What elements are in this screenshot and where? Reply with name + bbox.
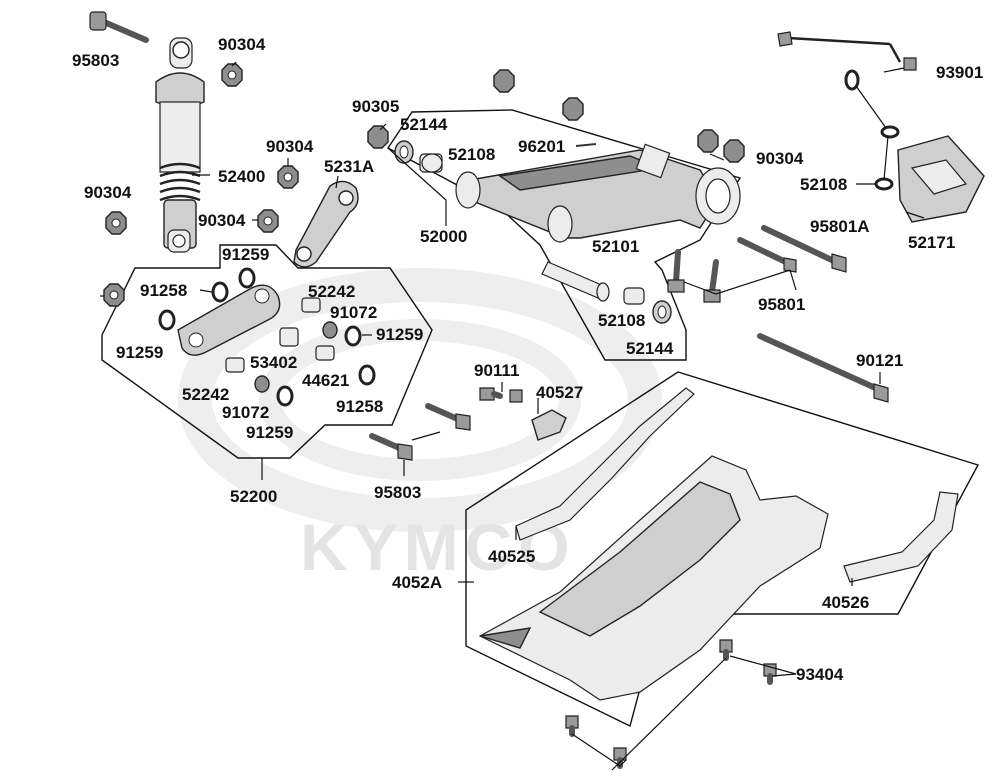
guard-40525	[515, 387, 695, 541]
label-52108-top: 52108	[448, 145, 495, 164]
label-95803-top: 95803	[72, 51, 119, 70]
label-91258-a: 91258	[140, 281, 187, 300]
nut-90304-outer-left	[103, 283, 125, 307]
bolt-93901	[777, 31, 917, 71]
bolt-95803-top	[89, 11, 149, 43]
nut-90304-top	[221, 63, 243, 87]
clip-40527	[531, 409, 567, 441]
label-90111: 90111	[474, 361, 519, 380]
nut-90304-left	[105, 211, 127, 235]
label-52101: 52101	[592, 237, 639, 256]
label-91072-a: 91072	[330, 303, 377, 322]
washer-52108-right	[844, 69, 900, 191]
label-95801: 95801	[758, 295, 805, 314]
label-52200: 52200	[230, 487, 277, 506]
bracket-52171	[897, 135, 985, 223]
label-4052A: 4052A	[392, 573, 442, 592]
label-90305: 90305	[352, 97, 399, 116]
label-93404: 93404	[796, 665, 844, 684]
label-52144-top: 52144	[400, 115, 448, 134]
label-91259-c: 91259	[116, 343, 163, 362]
bolt-95801A	[761, 225, 847, 273]
label-53402: 53402	[250, 353, 297, 372]
label-91258-b: 91258	[336, 397, 383, 416]
collar-52144-top	[394, 140, 414, 164]
swingarm-group-outline	[386, 109, 742, 361]
label-90304-link: 90304	[198, 211, 246, 230]
pin-96201	[575, 143, 597, 147]
link-assembly-52200	[177, 284, 281, 356]
part-labels: 95803 90304 52400 90304 90304 90304 5231…	[72, 35, 983, 684]
label-52400: 52400	[218, 167, 265, 186]
collar-52144-bottom	[652, 300, 672, 324]
bolt-95801	[667, 237, 797, 303]
nut-90304-right	[697, 129, 745, 163]
label-52108-mid: 52108	[598, 311, 645, 330]
guard-40526	[843, 491, 959, 583]
bolt-95803-bottom	[369, 403, 471, 461]
label-5231A: 5231A	[324, 157, 374, 176]
nut-top-right-a	[493, 69, 515, 93]
label-95803-bottom: 95803	[374, 483, 421, 502]
bolt-90121	[757, 333, 889, 403]
label-91259-d: 91259	[246, 423, 293, 442]
label-52242-b: 52242	[182, 385, 229, 404]
leader-lines	[100, 61, 925, 771]
label-52242-a: 52242	[308, 282, 355, 301]
label-52171: 52171	[908, 233, 955, 252]
nut-90305	[367, 125, 389, 149]
pipe-52101	[541, 261, 610, 302]
link-group-outline	[101, 244, 433, 459]
label-90121: 90121	[856, 351, 903, 370]
label-93901: 93901	[936, 63, 983, 82]
cover-4052A	[478, 455, 829, 701]
label-95801A: 95801A	[810, 217, 870, 236]
bolt-90111	[479, 387, 523, 403]
label-52144-bottom: 52144	[626, 339, 674, 358]
label-91259-a: 91259	[222, 245, 269, 264]
label-40525: 40525	[488, 547, 535, 566]
label-90304-top: 90304	[218, 35, 266, 54]
collar-52108-top	[419, 153, 443, 173]
kymco-watermark: KYMCO	[178, 268, 662, 584]
label-90304-mid: 90304	[266, 137, 314, 156]
label-52000: 52000	[420, 227, 467, 246]
nut-top-right-b	[562, 97, 584, 121]
label-91072-b: 91072	[222, 403, 269, 422]
label-91259-b: 91259	[376, 325, 423, 344]
nut-90304-mid	[277, 165, 299, 189]
collar-52108-mid	[623, 287, 645, 305]
label-40527: 40527	[536, 383, 583, 402]
nut-90304-link	[257, 209, 279, 233]
label-52108-right: 52108	[800, 175, 847, 194]
label-90304-right: 90304	[756, 149, 804, 168]
label-90304-left: 90304	[84, 183, 132, 202]
seals-and-washers-52200	[158, 267, 376, 407]
label-96201: 96201	[518, 137, 565, 156]
link-5231A	[293, 180, 359, 268]
cover-group-outline	[465, 371, 980, 728]
label-40526: 40526	[822, 593, 869, 612]
swingarm-52000	[455, 143, 741, 243]
label-44621: 44621	[302, 371, 349, 390]
shock-absorber-52400	[155, 37, 205, 253]
collars-and-bearings-52200	[225, 297, 338, 393]
